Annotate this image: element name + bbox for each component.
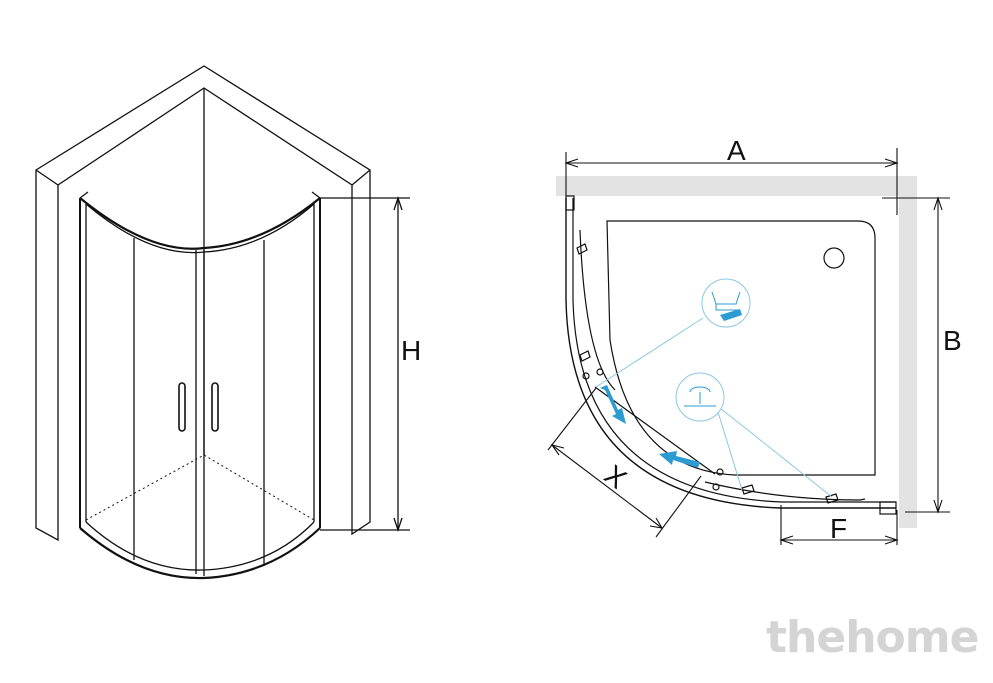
plan-dimensions — [547, 148, 950, 545]
door-slide-left — [579, 229, 616, 391]
door-handle-left — [178, 382, 186, 432]
enclosure-inner-arc — [572, 198, 896, 503]
door-slide-bottom — [704, 481, 866, 501]
right-wall — [899, 176, 917, 528]
door-inner-direction-arrow — [720, 309, 742, 321]
callout-lines — [595, 278, 833, 498]
isometric-view — [35, 65, 410, 580]
roller-icons — [576, 243, 839, 504]
watermark-logo: thehome — [766, 612, 979, 663]
top-wall — [556, 176, 917, 196]
depth-label-b: B — [943, 325, 962, 356]
enclosure-outer-arc — [565, 198, 896, 509]
enclosure-frame — [79, 191, 321, 580]
height-dimension — [320, 195, 410, 533]
fixed-panel-label-f: F — [830, 513, 847, 544]
shower-tray — [606, 220, 876, 476]
door-opening-label-x: X — [599, 459, 633, 495]
door-direction-arrows — [600, 385, 700, 468]
height-label: H — [401, 335, 421, 366]
drain-icon — [823, 247, 845, 269]
door-handle-right — [211, 382, 219, 432]
plan-view: A B F X — [547, 135, 962, 545]
width-label-a: A — [727, 135, 746, 166]
floor-dashed-lines — [85, 454, 315, 521]
